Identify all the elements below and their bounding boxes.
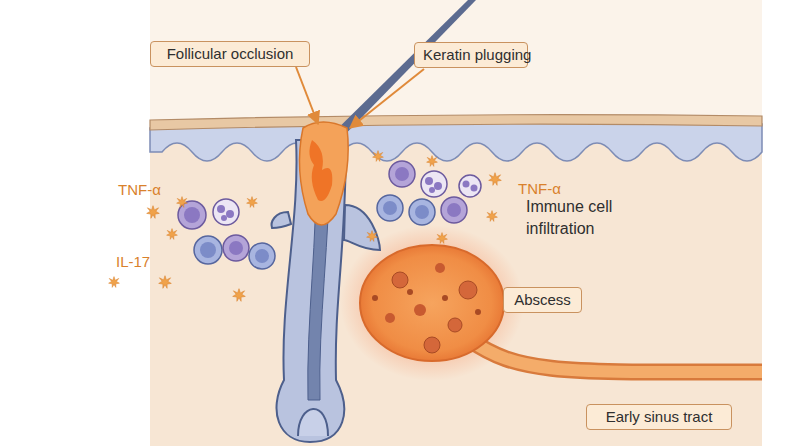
immune-cells	[178, 161, 481, 269]
immune-cells	[447, 203, 461, 217]
abscess-debris	[392, 272, 408, 288]
abscess-debris	[407, 289, 413, 295]
callout-box: Early sinus tract	[586, 404, 732, 430]
abscess-debris	[448, 318, 462, 332]
abscess-debris	[442, 295, 448, 301]
immune-cells	[184, 207, 200, 223]
cytokine-stars	[159, 276, 172, 289]
background-panel	[150, 0, 762, 446]
immune-cells	[194, 236, 222, 264]
cytokine-stars	[233, 289, 246, 302]
immune-cells	[200, 242, 216, 258]
abscess-debris	[414, 304, 426, 316]
immune-cells	[421, 171, 447, 197]
immune-cells	[221, 215, 227, 221]
plug-inflammation	[309, 140, 332, 201]
abscess-cavity	[360, 245, 504, 361]
cytokine-stars	[437, 233, 448, 244]
cytokine-stars	[177, 197, 188, 208]
callout-box: Keratin plugging	[414, 42, 528, 68]
immune-cells	[223, 235, 249, 261]
immune-cells	[226, 210, 234, 218]
immune-cells	[471, 185, 478, 192]
cytokine-stars	[167, 229, 178, 240]
cytokine-label: IL-17	[116, 253, 150, 271]
epidermis	[150, 123, 762, 161]
abscess-debris	[424, 337, 440, 353]
cytokine-stars	[367, 231, 378, 242]
callout-box: Follicular occlusion	[150, 41, 310, 67]
immune-cells	[459, 175, 481, 197]
immune-cells	[389, 161, 415, 187]
dermis	[150, 120, 762, 446]
sinus-tract	[470, 340, 762, 372]
callout-text: Abscess	[512, 291, 573, 309]
cytokine-stars	[373, 151, 384, 162]
immune-cells	[255, 249, 269, 263]
cytokine-stars	[487, 211, 498, 222]
immune-cells	[425, 177, 433, 185]
callout-text: Follicular occlusion	[159, 45, 301, 63]
callout-text: Keratin plugging	[423, 46, 519, 64]
abscess-debris	[385, 313, 395, 323]
cytokine-stars	[109, 277, 120, 288]
immune-cells	[409, 199, 435, 225]
immune-cells	[415, 205, 429, 219]
immune-cells	[429, 187, 435, 193]
cytokine-stars	[147, 206, 160, 219]
immune-cells	[377, 195, 403, 221]
cytokine-stars	[489, 173, 502, 186]
immune-cells	[178, 201, 206, 229]
immune-cells	[229, 241, 243, 255]
keratin-plug	[299, 122, 348, 225]
leader-line	[350, 69, 424, 128]
abscess-debris	[459, 281, 477, 299]
immune-cells	[434, 182, 442, 190]
callout-box: Abscess	[503, 287, 582, 313]
leader-line	[296, 67, 318, 124]
follicle-branch	[344, 205, 380, 250]
immune-cells	[213, 199, 239, 225]
annotation-label: Immune cell infiltration	[526, 196, 636, 240]
dermal-papilla	[298, 409, 328, 436]
cytokine-label: TNF-α	[118, 181, 161, 199]
abscess-debris	[435, 263, 445, 273]
sinus-tract-outline	[470, 340, 762, 372]
cytokine-stars	[109, 151, 502, 302]
immune-cells	[395, 167, 409, 181]
immune-cells	[383, 201, 397, 215]
abscess-debris	[475, 309, 481, 315]
follicle-branch	[272, 212, 291, 228]
callout-text: Early sinus tract	[595, 408, 723, 426]
immune-cells	[217, 205, 225, 213]
stratum-corneum	[150, 115, 762, 130]
immune-cells	[463, 181, 470, 188]
immune-cells	[441, 197, 467, 223]
immune-cells	[249, 243, 275, 269]
cytokine-label: TNF-α	[518, 180, 561, 198]
cytokine-stars	[247, 197, 258, 208]
cytokine-stars	[427, 156, 438, 167]
abscess-debris	[372, 295, 378, 301]
abscess-debris	[372, 263, 481, 353]
